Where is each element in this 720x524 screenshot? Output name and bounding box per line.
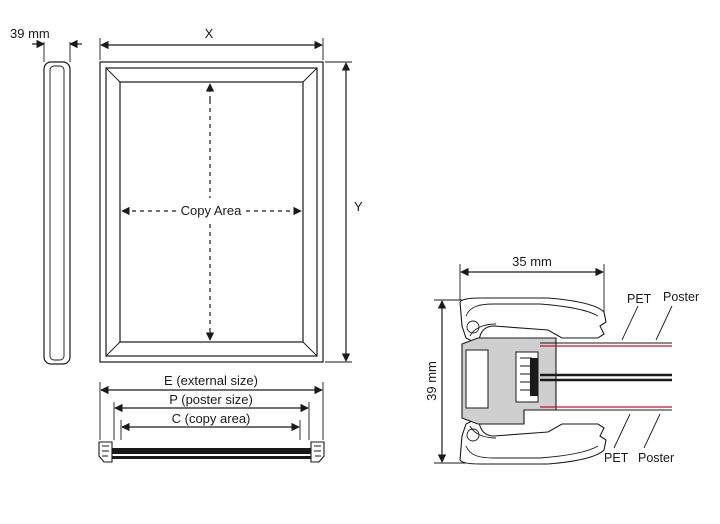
frame-inner <box>119 81 304 343</box>
mitre-tr <box>302 67 318 83</box>
side-profile-outer <box>43 61 71 365</box>
plan-corner-left <box>98 441 113 463</box>
copy-area-label: Copy Area <box>181 203 242 218</box>
profile-chamber <box>465 349 489 409</box>
poster-top-label: Poster <box>663 290 699 304</box>
c-label: C (copy area) <box>172 411 251 426</box>
p-label: P (poster size) <box>169 392 253 407</box>
pet-top-leader <box>621 305 639 341</box>
top-snap-flap <box>459 297 607 345</box>
top-flap-inner <box>465 303 599 317</box>
bottom-flap-hook <box>469 425 497 439</box>
poster-top-leader <box>655 305 673 341</box>
bottom-hinge <box>466 428 480 442</box>
plan-view: E (external size) P (poster size) C (cop… <box>98 373 325 463</box>
height-label: 39 mm <box>424 361 439 401</box>
backing-clip <box>530 358 538 396</box>
y-label: Y <box>354 199 363 214</box>
slot-teeth <box>520 357 532 391</box>
bottom-snap-flap <box>459 417 607 465</box>
plan-corner-left-detail <box>102 445 109 457</box>
side-profile-inner <box>49 65 65 361</box>
top-hinge <box>466 320 480 334</box>
e-label: E (external size) <box>164 373 258 388</box>
frame-outer-inset <box>105 67 318 357</box>
pet-top-label: PET <box>627 292 652 306</box>
mitre-br <box>302 341 318 357</box>
top-flap-hook <box>469 323 497 337</box>
plan-profile-bar <box>104 448 320 454</box>
pet-bottom-label: PET <box>604 451 629 465</box>
cross-section: 35 mm 39 mm PET Poster <box>424 254 699 465</box>
frame-outer <box>99 61 324 363</box>
bottom-flap-inner <box>465 445 599 459</box>
plan-profile-lower <box>112 456 312 459</box>
depth-label: 35 mm <box>512 254 552 269</box>
mitre-bl <box>105 341 121 357</box>
poster-bottom-leader <box>643 413 661 449</box>
plan-corner-right-detail <box>314 445 321 457</box>
poster-bottom-label: Poster <box>638 451 674 465</box>
x-label: X <box>205 26 214 41</box>
mitre-tl <box>105 67 121 83</box>
plan-corner-right <box>310 441 325 463</box>
pet-bottom-leader <box>613 413 631 449</box>
side-view: 39 mm <box>10 26 82 365</box>
side-depth-label: 39 mm <box>10 26 50 41</box>
front-view: Copy Area X Y <box>99 26 363 363</box>
